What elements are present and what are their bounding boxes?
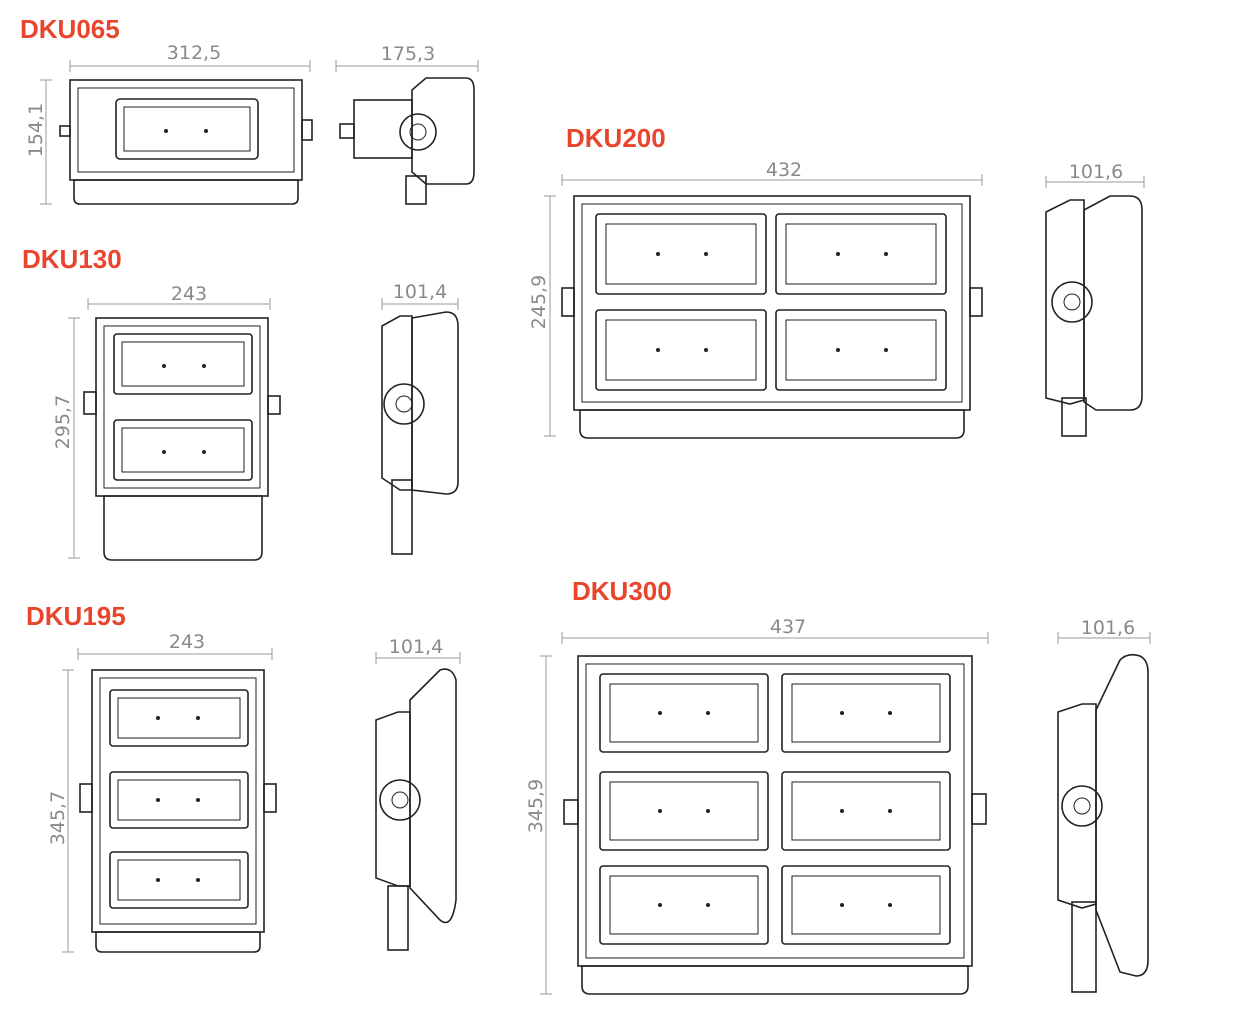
- dku130-depth-label: 101,4: [393, 281, 447, 303]
- dku065-height-label: 154,1: [25, 103, 47, 157]
- dku300-front-view: 437 345,9: [525, 616, 989, 995]
- dku195-width-label: 243: [169, 631, 205, 653]
- dku195-height-label: 345,7: [47, 791, 69, 845]
- dku130-title: DKU130: [22, 244, 122, 274]
- dku130-height-label: 295,7: [52, 395, 74, 449]
- dku130-front-view: 243 295,7: [52, 283, 281, 561]
- dku200-height-label: 245,9: [528, 275, 550, 329]
- dku300-width-label: 437: [770, 616, 806, 638]
- dku130-side-view: 101,4: [381, 281, 459, 555]
- dku300-depth-label: 101,6: [1081, 617, 1135, 639]
- dku195-front-view: 243 345,7: [47, 631, 277, 953]
- dku065-side-view: 175,3: [335, 43, 479, 205]
- dku200-depth-label: 101,6: [1069, 161, 1123, 183]
- dku200-title: DKU200: [566, 123, 666, 153]
- dku300-title: DKU300: [572, 576, 672, 606]
- dku200-front-view: 432 245,9: [528, 159, 983, 439]
- dku195-side-view: 101,4: [375, 636, 461, 951]
- dku195-depth-label: 101,4: [389, 636, 443, 658]
- dku130-width-label: 243: [171, 283, 207, 305]
- dku065-title: DKU065: [20, 14, 120, 44]
- dku065-width-label: 312,5: [167, 42, 221, 64]
- dku065-front-view: 312,5 154,1: [25, 42, 313, 205]
- dku195-title: DKU195: [26, 601, 126, 631]
- dku300-height-label: 345,9: [525, 779, 547, 833]
- dku065-depth-label: 175,3: [381, 43, 435, 65]
- dku200-side-view: 101,6: [1045, 161, 1145, 437]
- dku200-width-label: 432: [766, 159, 802, 181]
- dku300-side-view: 101,6: [1057, 617, 1151, 993]
